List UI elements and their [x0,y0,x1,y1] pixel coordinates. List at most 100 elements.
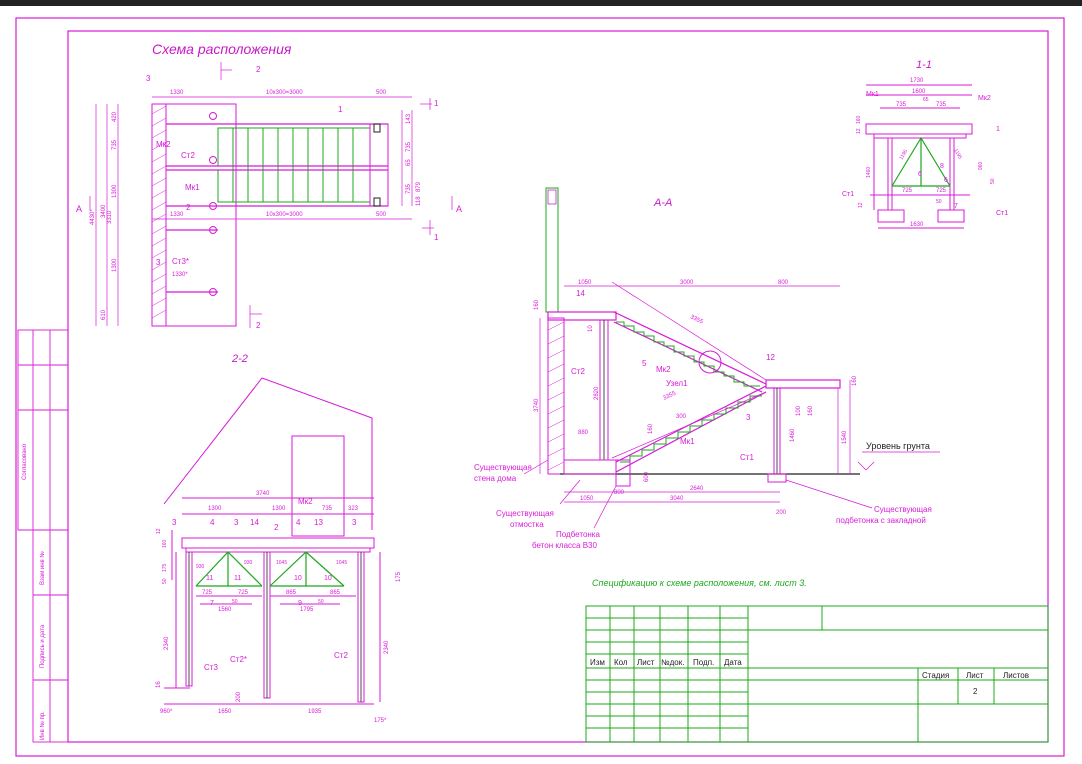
s11-dim-3: 65 [923,97,929,103]
aa-uzel: Узел1 [666,379,688,388]
scheme-mark-st2: Ст2 [181,151,195,160]
scheme-dim-mid-1: 10x300=3000 [266,212,303,218]
aa-dim-8: 880 [578,430,589,436]
s11-n8: 8 [940,163,944,170]
s22-left-3: 12 [156,528,162,534]
section-aa-drawing [523,187,940,529]
s22-mid-6: 10 [324,575,332,582]
aa-podbet2-2: подбетонка с закладной [836,516,926,525]
scheme-dim-right-3: 735 [406,183,412,194]
aa-dim-17: 3040 [670,496,684,502]
s22-left-0: 160 [162,539,168,548]
s11-dim-9: 1460 [866,167,872,178]
s11-n6b: 6 [944,177,948,184]
s22-mid-2: 11 [234,575,241,582]
s22-dim-top-0: 3740 [256,491,270,497]
s11-dim-15: 1195 [899,148,910,161]
title-block [585,605,1049,743]
aa-st1: Ст1 [740,453,754,462]
aa-mk1: Мк1 [680,437,695,446]
aa-podbet-1: Подбетонка [556,530,600,539]
s22-mark-0: 3 [172,518,177,527]
tb-col-kol: Кол [614,658,628,667]
aa-dim-13: 1460 [790,428,796,442]
scheme-title: Схема расположения [152,41,292,57]
s22-mark-3: 14 [250,518,259,527]
s11-dim-13: 50 [990,178,996,184]
s22-dim-top-3: 735 [322,506,333,512]
aa-n12: 12 [766,353,775,362]
s22-dim-top-2: 1300 [272,506,286,512]
scheme-plan [89,62,453,328]
aa-n5: 5 [642,359,647,368]
aa-st2: Ст2 [571,367,585,376]
s22-mark-7: 3 [352,518,357,527]
scheme-dim-top-1: 10x300=3000 [266,90,303,96]
s22-dim-top-4: 323 [348,506,359,512]
s22-mk2: Мк2 [298,497,313,506]
scheme-dim-right-1: 735 [406,141,412,152]
s11-dim-16: 1195 [952,148,963,161]
scheme-mark-mk1: Мк1 [185,183,200,192]
aa-dim-12: 160 [852,375,858,386]
scheme-dim-left-0: 420 [112,111,118,122]
s11-dim-7: 50 [936,199,942,205]
scheme-dim-left-4: 3310 [107,210,113,224]
scheme-dim-right-0: 143 [406,113,412,124]
scheme-dim-left-7: 610 [101,309,107,320]
scheme-dim-left-3: 3400 [101,204,107,218]
s11-st1b: Ст1 [996,210,1008,217]
s11-dim-2: 735 [896,102,907,108]
s22-mid-1: 11 [206,575,213,582]
s22-bot-8: 175* [374,718,387,724]
scheme-cut-1-top: 1 [434,99,439,108]
aa-dim-4: 3355 [689,314,704,325]
stamp-vzam: Взам инв № [39,551,46,585]
aa-wall-1: Существующая [474,463,532,472]
s11-dim-1: 1600 [912,89,926,95]
aa-dim-18: 200 [776,510,787,516]
aa-otmostka-2: отмостка [510,520,544,529]
s11-dim-4: 735 [936,102,947,108]
aa-n3: 3 [746,413,751,422]
aa-dim-14: 1540 [842,430,848,444]
aa-n14: 14 [576,289,585,298]
s11-dim-11: 160 [856,115,862,124]
s22-bot-7: 200 [236,691,242,702]
tb-col-ndok: №док. [661,658,684,667]
s11-dim-12: 12 [856,128,862,134]
aa-dim-1: 3000 [680,280,694,286]
s11-mk2: Мк2 [978,95,991,102]
s22-mid-13: 50 [318,599,324,605]
aa-dim-22: 160 [808,405,814,416]
aa-dim-6: 300 [676,414,687,420]
s22-left-2: 50 [162,578,168,584]
tb-col-izm: Изм [590,658,605,667]
aa-dim-0: 1050 [578,280,592,286]
tb-sheets: Листов [1003,671,1029,680]
scheme-cut-2-top: 2 [256,65,261,74]
tb-stage: Стадия [922,671,949,680]
aa-dim-10: 2820 [594,386,600,400]
s22-mid-8: 725 [202,590,213,596]
s11-st1: Ст1 [842,191,854,198]
scheme-mark-2: 2 [186,203,191,212]
aa-dim-21: 100 [796,405,802,416]
s22-bot-3: 2340 [164,636,170,650]
aa-dim-16: 2640 [690,486,704,492]
s22-mid-0: 930 [196,564,205,570]
s11-dim-14: 12 [858,202,864,208]
aa-ground-label: Уровень грунта [866,441,930,451]
s22-bot-2: 1935 [308,709,322,715]
s22-mark-6: 13 [314,518,323,527]
spec-note: Спецификацию к схеме расположения, см. л… [592,578,807,588]
aa-dim-5: 3355 [662,390,677,401]
aa-dim-2: 800 [778,280,789,286]
s22-mid-10: 50 [232,599,238,605]
aa-dim-19: 600 [644,471,650,482]
top-bar [0,0,1082,6]
scheme-dim-mid-2: 500 [376,212,387,218]
s22-mid-12: 865 [330,590,341,596]
s22-st3: Ст3 [204,663,218,672]
s22-bot-4: 2340 [384,640,390,654]
